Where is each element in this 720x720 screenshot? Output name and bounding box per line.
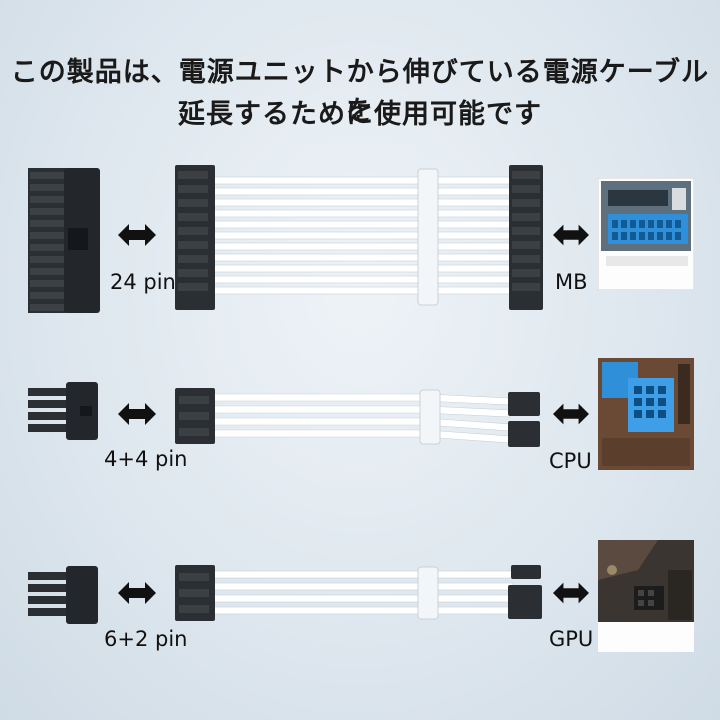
label-mb: MB — [555, 270, 588, 294]
motherboard-cpu-photo — [598, 358, 694, 470]
label-6plus2-pin: 6+2 pin — [104, 627, 188, 651]
gpu-photo — [598, 540, 694, 652]
double-arrow-icon — [553, 222, 589, 248]
extension-cable-24pin — [175, 165, 545, 310]
psu-24pin-connector — [28, 168, 100, 313]
label-cpu: CPU — [549, 449, 592, 473]
extension-cable-4plus4 — [175, 388, 545, 450]
headline-line-2: 延長するために使用可能です — [178, 99, 542, 130]
double-arrow-icon — [553, 580, 589, 606]
double-arrow-icon — [553, 401, 589, 427]
motherboard-24pin-photo — [598, 178, 694, 290]
label-gpu: GPU — [549, 627, 594, 651]
label-24-pin: 24 pin — [110, 270, 176, 294]
psu-4plus4-connector — [28, 382, 98, 440]
label-4plus4-pin: 4+4 pin — [104, 447, 188, 471]
double-arrow-icon — [118, 222, 156, 248]
headline-line-1: この製品は、電源ユニットから伸びている電源ケーブルを — [10, 57, 710, 127]
extension-cable-6plus2 — [175, 565, 545, 625]
double-arrow-icon — [118, 580, 156, 606]
psu-6plus2-connector — [28, 566, 98, 624]
double-arrow-icon — [118, 401, 156, 427]
